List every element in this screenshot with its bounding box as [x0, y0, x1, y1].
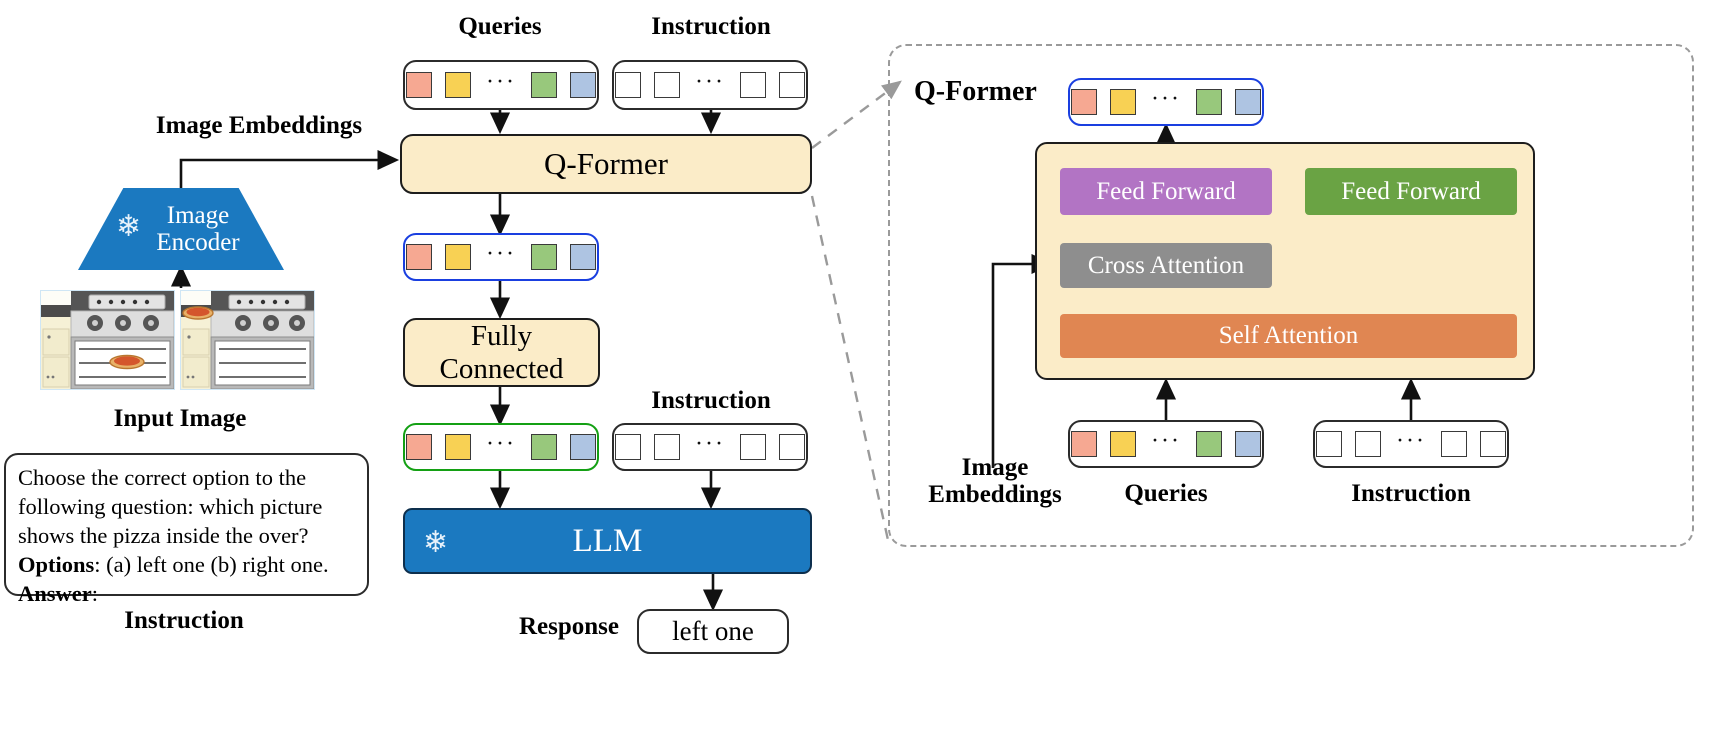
instruction-token-1 — [615, 72, 641, 98]
instruction-label-mid: Instruction — [651, 387, 771, 414]
feed-forward-left-block: Feed Forward — [1060, 168, 1272, 215]
input-image-label: Input Image — [113, 405, 247, 432]
instruction-options-line: Options: (a) left one (b) right one. — [18, 551, 355, 580]
instruction-text-box: Choose the correct option to the followi… — [4, 453, 369, 606]
queries-label-top: Queries — [458, 13, 542, 40]
output-token-3 — [530, 244, 557, 270]
image-embeddings-label: Image Embeddings — [155, 112, 363, 139]
instruction-token-4 — [1479, 431, 1506, 457]
panel-output-token-strip: ··· — [1068, 78, 1264, 126]
instruction-token-4 — [778, 72, 805, 98]
instruction-token-3 — [739, 72, 766, 98]
llm-token-4 — [569, 434, 596, 460]
output-token-2 — [1110, 89, 1136, 115]
llm-block: LLM ❄ — [403, 508, 812, 574]
instruction-line-1: Choose the correct option to the — [18, 465, 307, 490]
instruction-token-1 — [615, 434, 641, 460]
llm-token-3 — [530, 434, 557, 460]
instruction-token-3 — [739, 434, 766, 460]
panel-instruction-label: Instruction — [1351, 480, 1471, 507]
queries-token-strip-top: ··· — [403, 60, 599, 110]
q-former-detail-panel — [888, 44, 1694, 547]
query-token-1 — [1071, 431, 1097, 457]
feed-forward-right-block: Feed Forward — [1305, 168, 1517, 215]
q-former-block: Q-Former — [400, 134, 812, 194]
response-label: Response — [518, 613, 619, 640]
llm-input-token-strip: ··· — [403, 423, 599, 471]
panel-queries-token-strip: ··· — [1068, 420, 1264, 468]
instruction-token-2 — [654, 434, 680, 460]
output-token-3 — [1195, 89, 1222, 115]
instruction-token-strip-top: ··· — [612, 60, 808, 110]
output-token-2 — [445, 244, 471, 270]
output-token-1 — [1071, 89, 1097, 115]
options-key: Options — [18, 551, 95, 577]
snowflake-icon: ❄ — [423, 526, 449, 559]
query-token-4 — [569, 72, 596, 98]
instruction-line-3: shows the pizza inside the over? — [18, 522, 309, 548]
query-token-2 — [445, 72, 471, 98]
answer-key: Answer — [18, 580, 92, 606]
instruction-token-1 — [1316, 431, 1342, 457]
input-image-right — [180, 290, 315, 390]
instruction-token-4 — [778, 434, 805, 460]
query-token-4 — [1234, 431, 1261, 457]
instruction-token-2 — [1355, 431, 1381, 457]
options-value: : (a) left one (b) right one. — [94, 551, 329, 577]
query-token-3 — [530, 72, 557, 98]
instruction-token-strip-mid: ··· — [612, 423, 808, 471]
instruction-label-top: Instruction — [651, 13, 771, 40]
instruction-token-2 — [654, 72, 680, 98]
llm-token-1 — [406, 434, 432, 460]
output-token-1 — [406, 244, 432, 270]
q-former-output-token-strip: ··· — [403, 233, 599, 281]
output-token-4 — [569, 244, 596, 270]
query-token-1 — [406, 72, 432, 98]
instruction-answer-line: Answer: — [18, 580, 355, 609]
cross-attention-block: Cross Attention — [1060, 243, 1272, 288]
instruction-token-3 — [1440, 431, 1467, 457]
query-token-3 — [1195, 431, 1222, 457]
panel-instruction-token-strip: ··· — [1313, 420, 1509, 468]
llm-label: LLM — [572, 522, 643, 559]
self-attention-block: Self Attention — [1060, 314, 1517, 358]
instruction-line-2: following question: which picture — [18, 493, 323, 519]
input-image-left — [40, 290, 175, 390]
llm-token-2 — [445, 434, 471, 460]
answer-value: : — [91, 580, 99, 606]
q-former-panel-title: Q-Former — [914, 76, 1037, 107]
query-token-2 — [1110, 431, 1136, 457]
snowflake-icon: ❄ — [116, 210, 142, 243]
instruction-label-bottom: Instruction — [124, 607, 244, 634]
response-value-box: left one — [637, 609, 789, 654]
panel-queries-label: Queries — [1124, 480, 1208, 507]
output-token-4 — [1234, 89, 1261, 115]
